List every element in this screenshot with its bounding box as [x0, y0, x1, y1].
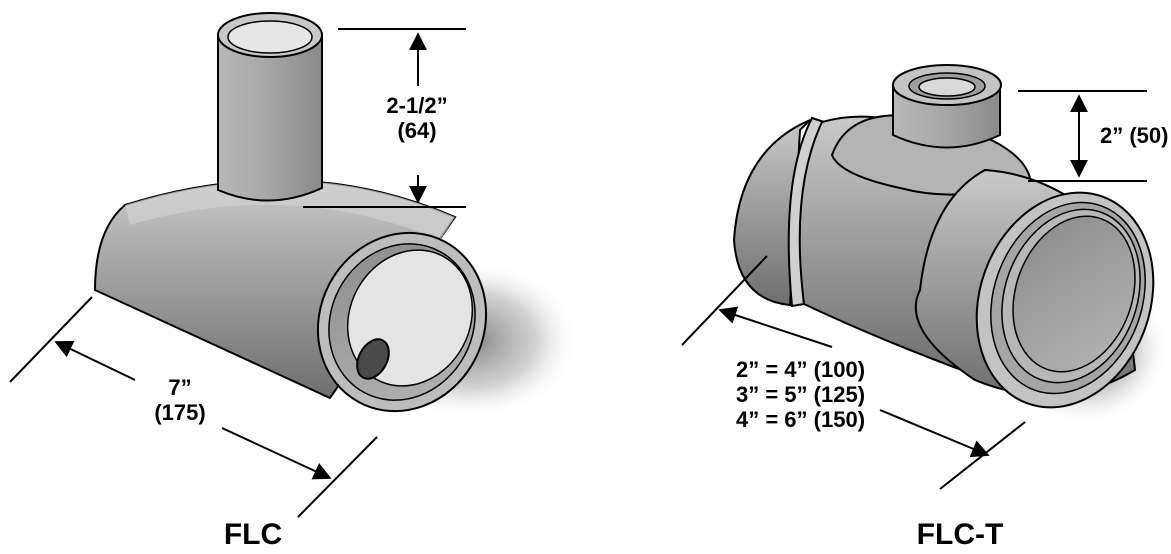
- flc-height-label-line1: 2-1/2”: [386, 93, 447, 118]
- flc-riser-tube: [217, 34, 323, 202]
- flc-cap-hole: [356, 338, 390, 380]
- flc-height-label-line2: (64): [397, 118, 436, 143]
- flc-length-label-line1: 7”: [168, 375, 191, 400]
- flc-t-length-label-3: 4” = 6” (150): [736, 407, 865, 432]
- flc-t-title: FLC-T: [917, 518, 1004, 551]
- flc-length-dimension: 7” (175): [9, 296, 378, 518]
- flc-t-length-label-2: 3” = 5” (125): [736, 382, 865, 407]
- flc-pipe-highlight: [125, 180, 455, 240]
- flc-t-fitting-illustration: [732, 64, 1170, 425]
- flc-length-label-line2: (175): [154, 400, 205, 425]
- flc-riser-opening: [227, 20, 313, 54]
- flc-height-dimension: 2-1/2” (64): [303, 28, 466, 208]
- flc-t-height-dimension: 2” (50): [1018, 90, 1168, 182]
- flc-t-hub-inner: [1012, 215, 1136, 373]
- flc-t-length-label-1: 2” = 4” (100): [736, 357, 865, 382]
- flc-t-height-label: 2” (50): [1100, 123, 1168, 148]
- flc-t-length-dimension: 2” = 4” (100) 3” = 5” (125) 4” = 6” (150…: [681, 255, 1026, 490]
- flc-fitting-illustration: [93, 12, 580, 420]
- flc-title: FLC: [224, 518, 282, 551]
- flc-t-outlet-opening: [918, 77, 976, 97]
